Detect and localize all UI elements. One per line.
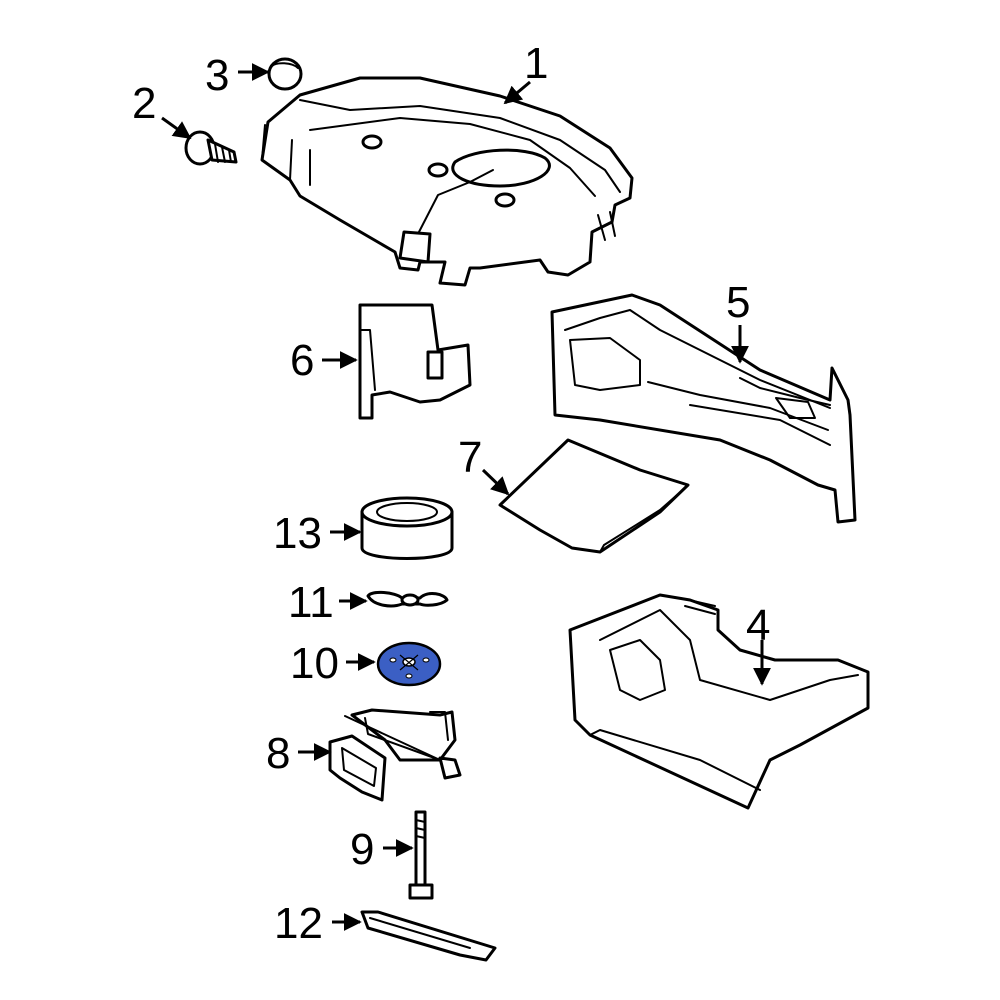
callout-6: 6 bbox=[290, 336, 314, 385]
part-3-cap[interactable] bbox=[267, 57, 303, 91]
part-8-jack[interactable] bbox=[328, 708, 462, 802]
callout-11: 11 bbox=[288, 578, 334, 627]
part-6-bracket[interactable] bbox=[358, 303, 472, 420]
part-1-package-tray[interactable] bbox=[260, 76, 634, 287]
callout-2: 2 bbox=[132, 79, 156, 128]
callout-3: 3 bbox=[205, 51, 229, 100]
callout-labels: 1 2 3 4 5 6 7 8 9 10 11 12 13 bbox=[132, 39, 770, 948]
callout-8: 8 bbox=[266, 729, 290, 778]
part-7-floor-mat[interactable] bbox=[498, 438, 690, 554]
part-13-tape-roll[interactable] bbox=[360, 496, 454, 560]
callout-12: 12 bbox=[274, 899, 323, 948]
part-12-jack-handle-wedge[interactable] bbox=[360, 910, 497, 962]
callout-1: 1 bbox=[524, 39, 548, 88]
callout-9: 9 bbox=[350, 825, 374, 874]
callout-10: 10 bbox=[290, 639, 339, 688]
part-9-bolt[interactable] bbox=[408, 810, 434, 900]
part-2-push-clip[interactable] bbox=[184, 130, 238, 166]
leader-2 bbox=[161, 116, 192, 140]
callout-5: 5 bbox=[726, 278, 750, 327]
part-5-trunk-side-trim[interactable] bbox=[550, 293, 857, 524]
part-10-retainer-plate[interactable] bbox=[376, 641, 442, 687]
leader-7 bbox=[481, 468, 510, 496]
leader-lines bbox=[161, 63, 771, 931]
callout-7: 7 bbox=[458, 433, 482, 482]
callout-4: 4 bbox=[746, 601, 770, 650]
part-11-wing-nut[interactable] bbox=[366, 590, 449, 608]
leader-1 bbox=[503, 80, 531, 105]
part-4-spare-tire-tray[interactable] bbox=[568, 593, 870, 810]
callout-13: 13 bbox=[273, 509, 322, 558]
